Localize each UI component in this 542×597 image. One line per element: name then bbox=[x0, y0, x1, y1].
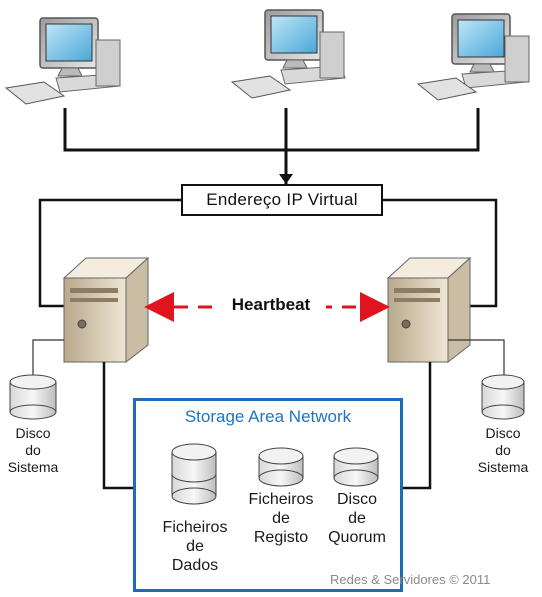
quorum-disk-label: Disco de Quorum bbox=[328, 491, 386, 547]
san-title: Storage Area Network bbox=[184, 407, 352, 426]
workstation-right bbox=[416, 13, 530, 101]
workstation-left bbox=[4, 17, 121, 105]
workstation-center bbox=[230, 9, 346, 99]
disk-right-system-icon bbox=[481, 374, 525, 420]
server-links bbox=[38, 198, 498, 308]
virtual-ip-box: Endereço IP Virtual bbox=[181, 184, 383, 216]
server-right bbox=[386, 256, 472, 364]
server-left bbox=[62, 256, 150, 364]
san-links bbox=[102, 362, 432, 490]
disk-left-system-icon bbox=[9, 374, 57, 420]
copyright-watermark: Redes & Servidores © 2011 bbox=[330, 572, 491, 587]
right-system-disk-label: Disco do Sistema bbox=[477, 425, 529, 475]
log-files-label: Ficheiros de Registo bbox=[248, 491, 314, 547]
left-system-disk-label: Disco do Sistema bbox=[7, 425, 59, 475]
heartbeat-label: Heartbeat bbox=[216, 295, 326, 315]
workstation-links bbox=[63, 108, 480, 184]
down-arrow-icon bbox=[279, 174, 293, 184]
data-files-label: Ficheiros de Dados bbox=[162, 519, 228, 575]
system-disk-links bbox=[32, 339, 505, 378]
